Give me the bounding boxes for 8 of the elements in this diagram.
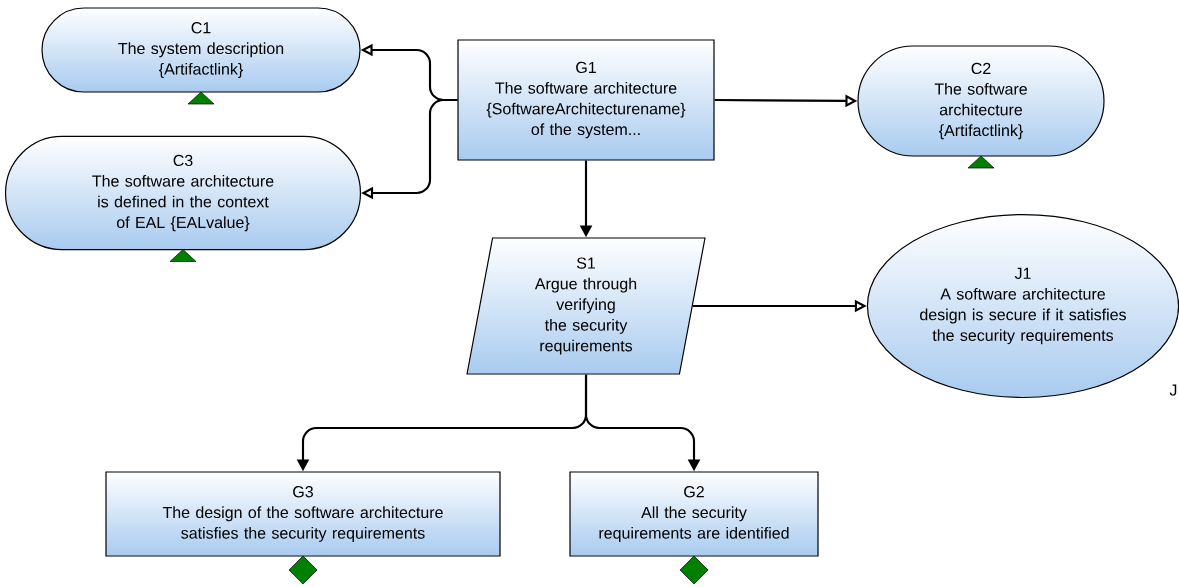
goal-box: G1 The software architecture {SoftwareArchitecturename} of the system...: [457, 39, 715, 161]
note-label: J: [1169, 384, 1177, 396]
context-box: C2 The software architecture {Artifactlink}: [857, 45, 1105, 157]
context-box: C3 The software architecture is defined in the context of EAL {EALvalue}: [4, 135, 362, 251]
strategy-parallelogram: S1 Argue through verifying the security requirements: [466, 237, 706, 375]
context-box: C1 The system description {Artifactlink}: [41, 7, 361, 93]
goal-box: G3 The design of the software architecture satisfies the security requirements: [105, 471, 501, 557]
goal-box: G2 All the security requirements are identified: [569, 471, 819, 557]
